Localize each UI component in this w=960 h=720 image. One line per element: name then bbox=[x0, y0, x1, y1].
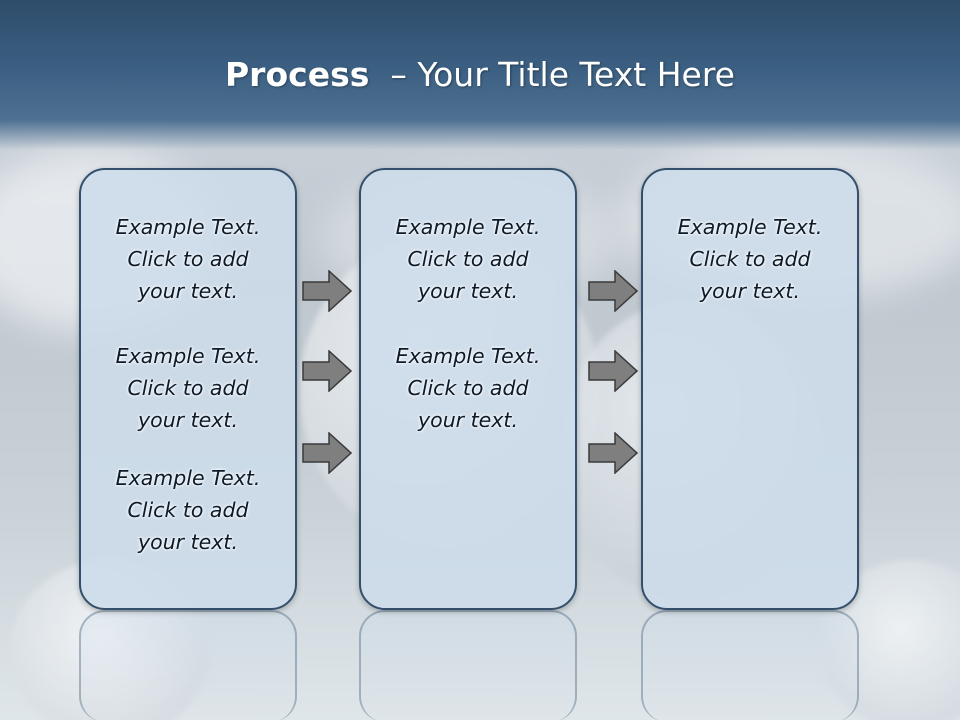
panel-3-text-block-1[interactable]: Example Text. Click to add your text. bbox=[677, 215, 823, 303]
title-bold-text: Process bbox=[225, 55, 370, 94]
title-rest-text: – Your Title Text Here bbox=[390, 55, 735, 94]
arrow-right-icon bbox=[302, 270, 352, 312]
arrow-right-icon bbox=[302, 350, 352, 392]
panel-reflection bbox=[359, 610, 577, 720]
arrow-right-icon bbox=[588, 350, 638, 392]
panel-2-text-block-1[interactable]: Example Text. Click to add your text. bbox=[395, 215, 541, 303]
panel-reflection bbox=[79, 610, 297, 720]
title-bar bbox=[0, 0, 960, 150]
slide-title[interactable]: Process – Your Title Text Here bbox=[0, 55, 960, 94]
panel-1-text-block-2[interactable]: Example Text. Click to add your text. bbox=[115, 344, 261, 432]
panel-reflection bbox=[641, 610, 859, 720]
panel-1-text-block-1[interactable]: Example Text. Click to add your text. bbox=[115, 215, 261, 303]
arrow-right-icon bbox=[588, 270, 638, 312]
panel-2-text-block-2[interactable]: Example Text. Click to add your text. bbox=[395, 344, 541, 432]
process-panel-3 bbox=[641, 168, 859, 610]
process-panel-1 bbox=[79, 168, 297, 610]
arrow-right-icon bbox=[588, 432, 638, 474]
process-panel-2 bbox=[359, 168, 577, 610]
arrow-right-icon bbox=[302, 432, 352, 474]
panel-1-text-block-3[interactable]: Example Text. Click to add your text. bbox=[115, 466, 261, 554]
